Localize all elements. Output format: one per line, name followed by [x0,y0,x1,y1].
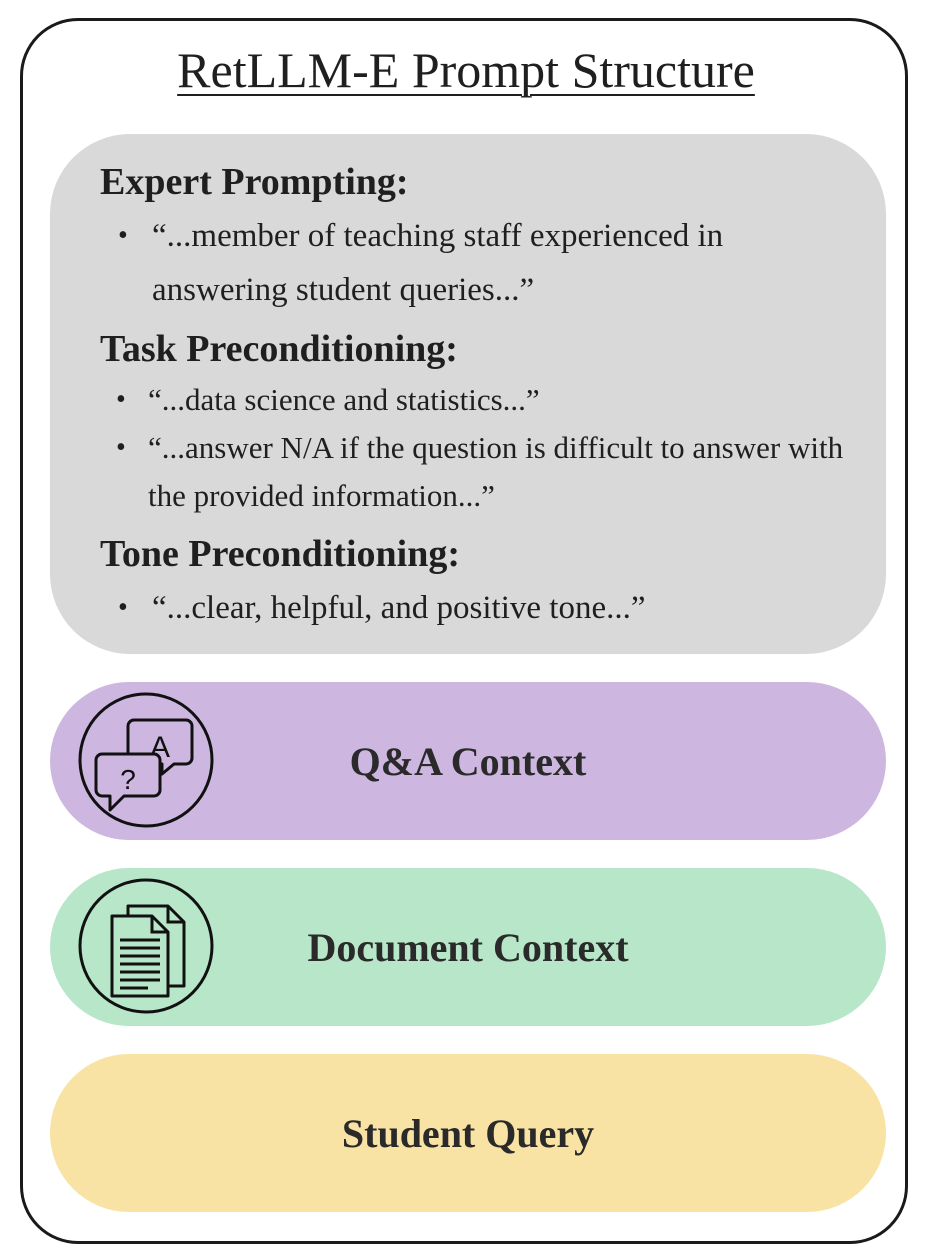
diagram-title: RetLLM-E Prompt Structure [177,42,755,98]
student-query-block: Student Query [50,1054,886,1212]
qa-chat-bubbles-icon: A ? [78,692,214,828]
student-query-label: Student Query [341,1111,595,1156]
qa-context-block: A ? Q&A Context [50,682,886,840]
task-preconditioning-bullet-2-line-2: the provided information...” [148,478,495,513]
svg-text:?: ? [120,764,136,795]
bullet-marker: • [116,384,126,415]
qa-context-label: Q&A Context [349,739,587,784]
document-context-block: Document Context [50,868,886,1026]
document-context-label: Document Context [307,925,629,970]
task-preconditioning-bullet-2-line-1: “...answer N/A if the question is diffic… [148,430,844,465]
expert-prompting-bullet-line-2: answering student queries...” [152,272,535,308]
task-preconditioning-heading: Task Preconditioning: [100,328,458,370]
bullet-marker: • [116,432,126,463]
document-pages-icon [78,878,214,1014]
task-preconditioning-bullet-1: “...data science and statistics...” [148,382,540,417]
bullet-marker: • [118,592,128,623]
instructions-panel: Expert Prompting: • “...member of teachi… [50,134,886,654]
expert-prompting-heading: Expert Prompting: [100,161,409,203]
bullet-marker: • [118,220,128,251]
tone-preconditioning-heading: Tone Preconditioning: [100,533,460,575]
expert-prompting-bullet-line-1: “...member of teaching staff experienced… [152,218,724,254]
tone-preconditioning-bullet-1: “...clear, helpful, and positive tone...… [152,590,646,626]
prompt-structure-frame [20,18,908,1244]
